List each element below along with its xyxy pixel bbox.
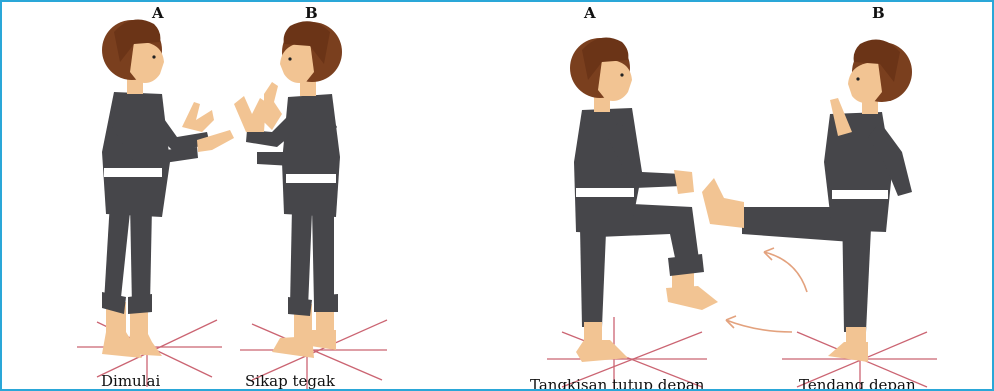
figure-2-caption: Sikap tegak [245, 372, 335, 390]
figure-2-letter: B [305, 4, 318, 22]
figure-1-a-dimulai [102, 20, 234, 359]
figure-3-a-tangkisan [570, 38, 718, 363]
figure-4-b-tendang-depan [702, 40, 912, 363]
figure-1-letter: A [152, 4, 164, 22]
figure-3-caption: Tangkisan tutup depan [530, 376, 704, 391]
motion-arrow-icon [726, 248, 807, 332]
figure-4-letter: B [872, 4, 885, 22]
figure-3-letter: A [584, 4, 596, 22]
figure-2-b-sikap-tegak [234, 21, 342, 358]
figure-1-caption: Dimulai [101, 372, 160, 390]
figure-4-caption: Tendang depan [799, 376, 916, 391]
